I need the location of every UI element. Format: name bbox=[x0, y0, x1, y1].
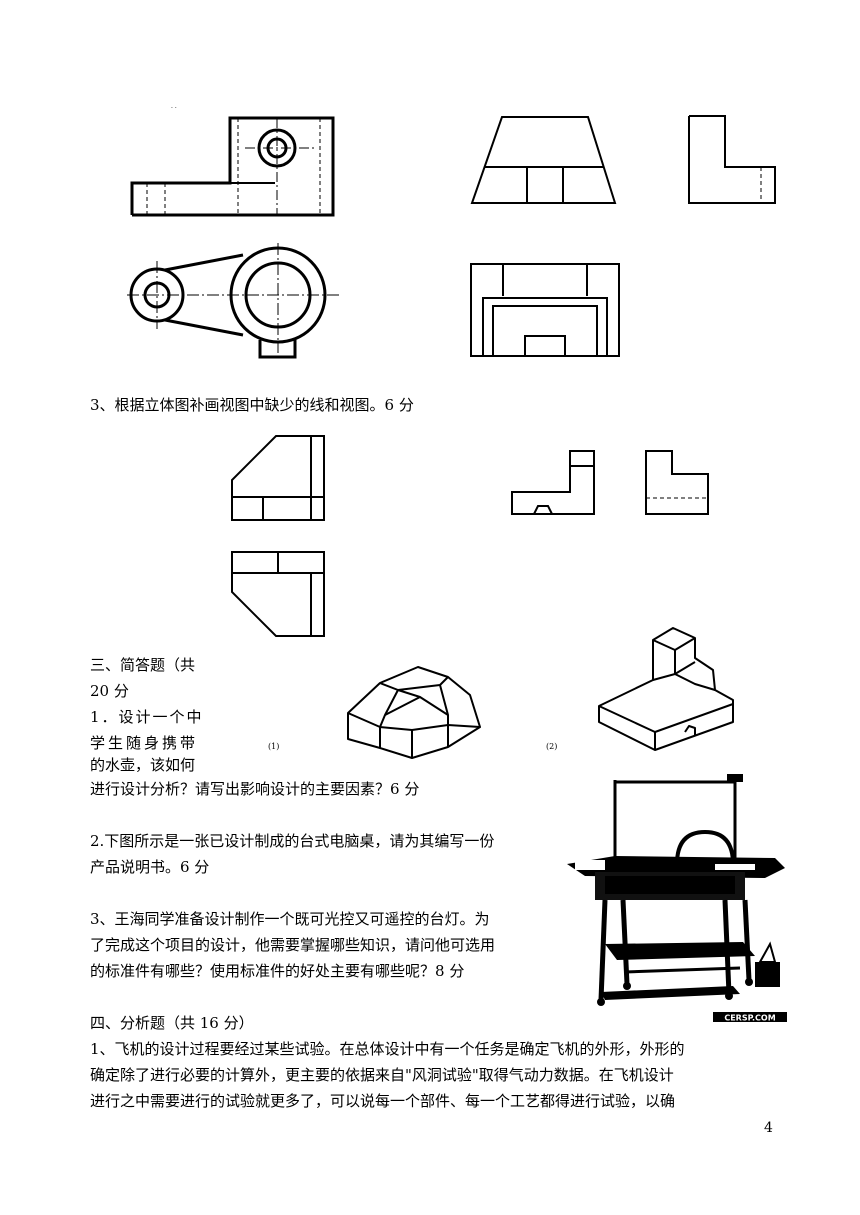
section-4-heading: 四、分析题（共 16 分） bbox=[90, 1014, 254, 1032]
section-4-p1-line-2: 确定除了进行必要的计算外，更主要的依据来自"风洞试验"取得气动力数据。在飞机设计 bbox=[90, 1066, 674, 1084]
drawing-bracket-top-view bbox=[125, 235, 345, 365]
figure-label-2: (2) bbox=[546, 742, 558, 751]
section-4-p1-line-1: 1、飞机的设计过程要经过某些试验。在总体设计中有一个任务是确定飞机的外形，外形的 bbox=[90, 1040, 685, 1058]
svg-text:. .: . . bbox=[171, 103, 177, 110]
q1-line-2: 学生随身携带 bbox=[90, 734, 199, 752]
figure-label-1: (1) bbox=[268, 742, 280, 751]
q2-line-1: 2.下图所示是一张已设计制成的台式电脑桌，请为其编写一份 bbox=[90, 832, 495, 850]
isometric-figure-2 bbox=[595, 622, 740, 762]
isometric-figure-1 bbox=[340, 655, 490, 770]
q1-line-1: 1．设计一个中 bbox=[90, 708, 204, 726]
computer-desk-photo: CERSP.COM bbox=[565, 772, 790, 1024]
page-number: 4 bbox=[764, 1120, 773, 1136]
q2-line-2: 产品说明书。6 分 bbox=[90, 858, 210, 876]
q3-line-1: 3、王海同学准备设计制作一个既可光控又可遥控的台灯。为 bbox=[90, 910, 490, 928]
q3-line-3: 的标准件有哪些？使用标准件的好处主要有哪些呢？8 分 bbox=[90, 962, 465, 980]
section-3-heading-line-2: 20 分 bbox=[90, 682, 129, 700]
drawing-l-shape-side-view bbox=[683, 110, 783, 210]
drawing-view-1-front bbox=[228, 432, 328, 524]
drawing-trapezoid-front-view bbox=[465, 110, 625, 210]
drawing-view-2-front bbox=[508, 448, 600, 518]
drawing-view-1-top bbox=[228, 548, 328, 640]
question-3-title: 3、根据立体图补画视图中缺少的线和视图。6 分 bbox=[90, 396, 414, 414]
photo-watermark: CERSP.COM bbox=[724, 1014, 775, 1023]
section-3-heading-line-1: 三、简答题（共 bbox=[90, 656, 196, 674]
q3-line-2: 了完成这个项目的设计，他需要掌握哪些知识，请问他可选用 bbox=[90, 936, 496, 954]
section-4-p1-line-3: 进行之中需要进行的试验就更多了，可以说每一个部件、每一个工艺都得进行试验，以确 bbox=[90, 1092, 676, 1110]
q1-line-3: 的水壶，该如何 bbox=[90, 756, 196, 774]
drawing-view-2-side bbox=[642, 448, 714, 518]
drawing-bracket-front-view: . . bbox=[125, 100, 345, 225]
q1-line-4: 进行设计分析？请写出影响设计的主要因素？6 分 bbox=[90, 780, 420, 798]
drawing-trapezoid-top-view bbox=[465, 258, 625, 363]
